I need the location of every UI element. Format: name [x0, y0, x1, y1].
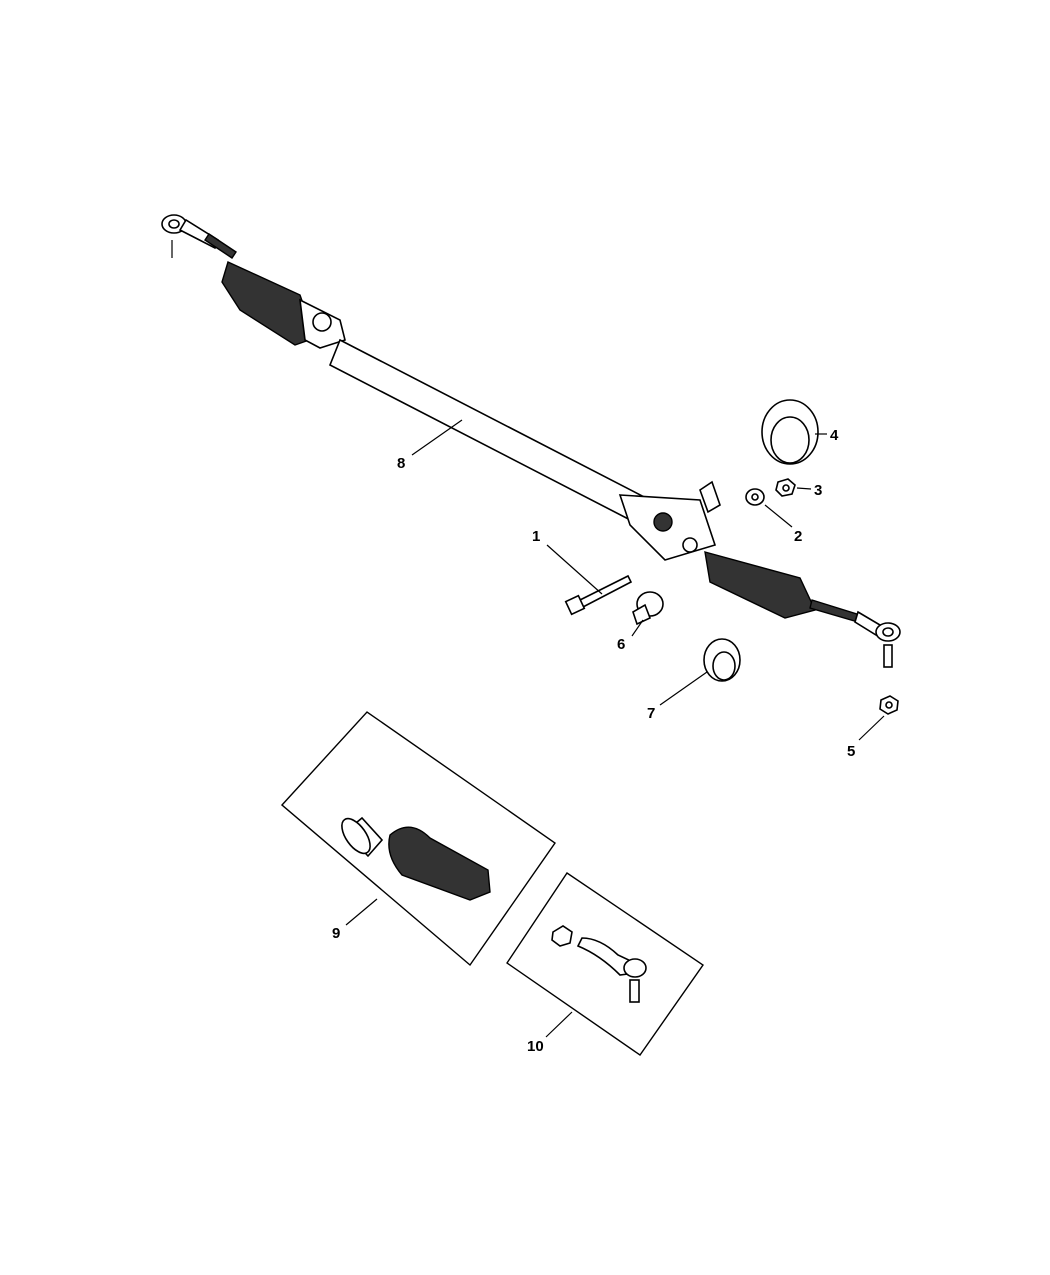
- right-tie-rod-end: [809, 599, 901, 668]
- rack-tube: [328, 338, 652, 527]
- steering-rack-assembly: [161, 214, 901, 668]
- callout-10: 10: [527, 1038, 544, 1055]
- callout-9: 9: [332, 925, 340, 942]
- callout-5: 5: [847, 743, 855, 760]
- nut-part-3: [775, 478, 796, 497]
- grommet-part-4: [761, 399, 819, 465]
- left-boot: [221, 261, 346, 349]
- callout-1: 1: [532, 528, 540, 545]
- callout-6: 6: [617, 636, 625, 653]
- callout-3: 3: [814, 482, 822, 499]
- pinion-housing: [618, 480, 721, 561]
- boot-kit-box-9: [280, 711, 556, 967]
- left-tie-rod-end: [161, 214, 237, 259]
- callout-7: 7: [647, 705, 655, 722]
- washer-part-2: [745, 488, 765, 506]
- callout-4: 4: [830, 427, 839, 444]
- bolt-part-1: [564, 574, 633, 616]
- bushing-part-6: [632, 591, 664, 626]
- callout-2: 2: [794, 528, 802, 545]
- leader-lines: [345, 419, 885, 1038]
- nut-part-5: [879, 695, 899, 715]
- right-boot: [704, 551, 816, 619]
- seal-part-7: [703, 638, 741, 682]
- tie-rod-end-kit-box-10: [506, 872, 704, 1056]
- callout-8: 8: [397, 455, 405, 472]
